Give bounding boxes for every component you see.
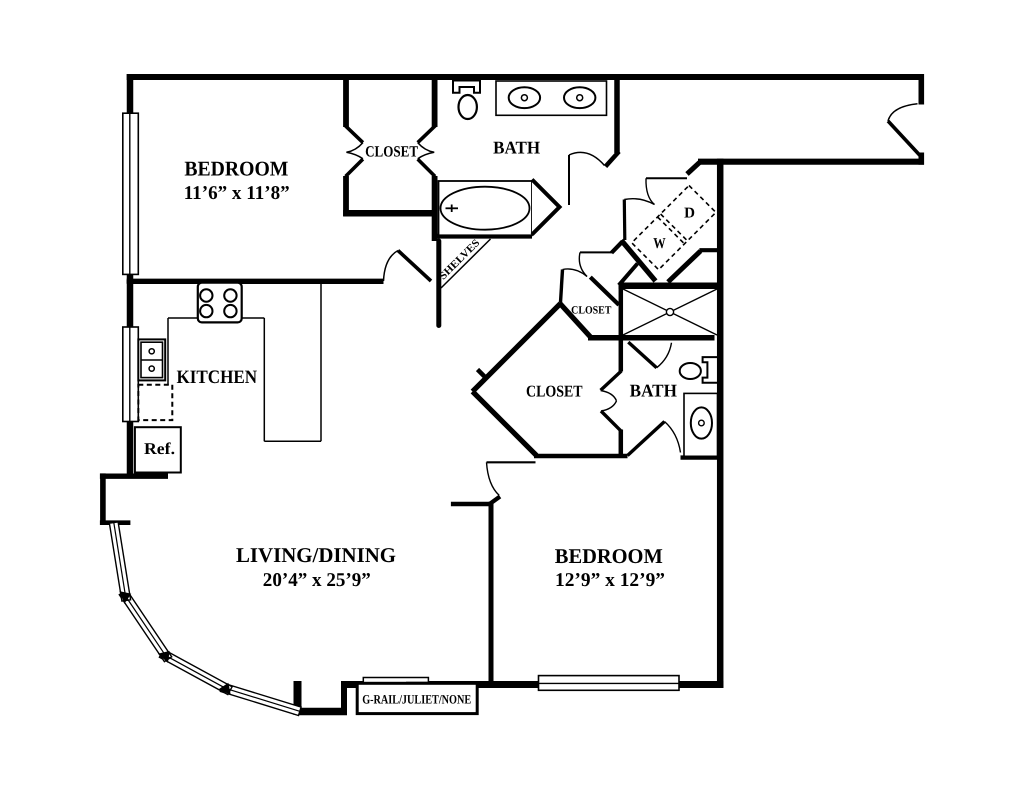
svg-text:CLOSET: CLOSET xyxy=(365,143,418,160)
svg-text:W: W xyxy=(653,236,665,252)
svg-text:LIVING/DINING: LIVING/DINING xyxy=(236,543,396,567)
svg-text:BEDROOM: BEDROOM xyxy=(184,157,288,181)
svg-text:G-RAIL/JULIET/NONE: G-RAIL/JULIET/NONE xyxy=(362,693,471,707)
svg-text:KITCHEN: KITCHEN xyxy=(176,367,257,388)
svg-text:CLOSET: CLOSET xyxy=(571,305,612,317)
svg-text:11’6” x 11’8”: 11’6” x 11’8” xyxy=(184,183,290,204)
svg-text:BATH: BATH xyxy=(630,380,677,400)
svg-text:BATH: BATH xyxy=(493,138,540,158)
svg-text:12’9” x 12’9”: 12’9” x 12’9” xyxy=(555,570,665,591)
svg-text:20’4” x 25’9”: 20’4” x 25’9” xyxy=(263,570,371,591)
svg-text:BEDROOM: BEDROOM xyxy=(555,544,663,568)
svg-text:Ref.: Ref. xyxy=(144,439,175,458)
svg-text:D: D xyxy=(684,205,695,221)
svg-text:CLOSET: CLOSET xyxy=(526,381,583,400)
